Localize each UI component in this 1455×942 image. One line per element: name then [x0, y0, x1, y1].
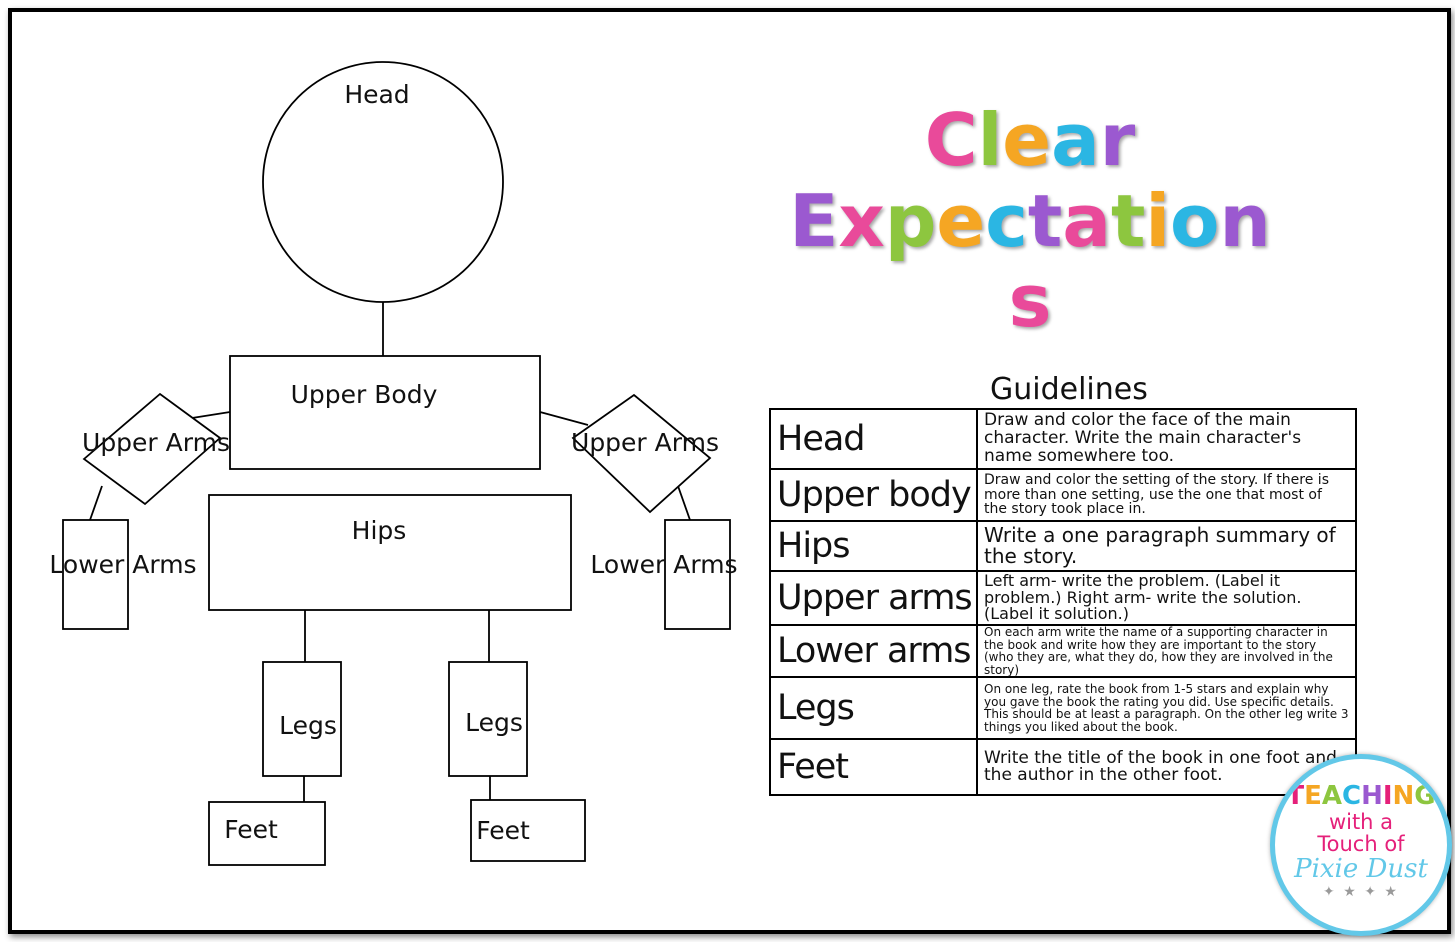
left-elbow-connector: [89, 485, 103, 521]
logo-letter: E: [1304, 781, 1322, 811]
guideline-part: Upper body: [769, 468, 978, 522]
title-letter: x: [838, 178, 885, 263]
title-letter: p: [884, 178, 937, 263]
right-elbow-connector: [677, 485, 691, 521]
head-label: Head: [344, 80, 409, 109]
logo-line-1: TEACHING: [1275, 781, 1447, 811]
guideline-part: Upper arms: [769, 570, 978, 626]
guideline-description: Draw and color the setting of the story.…: [976, 468, 1357, 522]
guidelines-heading: Guidelines: [990, 372, 1148, 407]
guideline-part: Lower arms: [769, 623, 978, 679]
title-letter: o: [1170, 178, 1220, 263]
guideline-part: Hips: [769, 520, 978, 572]
lower-arms-left-box: [62, 519, 129, 630]
title-letter: s: [1008, 259, 1052, 344]
lower-arms-right-label: Lower Arms: [590, 550, 737, 579]
title-letter: l: [977, 98, 1003, 182]
logo-stars-icon: ✦ ★ ✦ ★: [1323, 883, 1399, 900]
right-shoulder-connector: [539, 411, 589, 426]
page-title: Clear Expectation s: [770, 100, 1290, 342]
title-letter: e: [936, 178, 986, 263]
title-letter: a: [1051, 98, 1100, 182]
logo-letter: N: [1392, 781, 1415, 811]
title-letter: i: [1145, 178, 1171, 263]
logo-line-4: Pixie Dust: [1294, 854, 1428, 885]
upper-body-label: Upper Body: [291, 380, 438, 409]
logo-letter: I: [1382, 781, 1393, 811]
lower-arms-right-box: [664, 519, 731, 630]
title-line-2: Expectation s: [770, 178, 1290, 344]
feet-right-box: [470, 799, 586, 862]
upper-arms-right-label: Upper Arms: [571, 428, 719, 457]
title-letter: C: [924, 98, 978, 182]
title-letter: n: [1219, 178, 1271, 263]
upper-arms-left-label: Upper Arms: [82, 428, 230, 457]
left-shoulder-connector: [191, 411, 231, 419]
guideline-description: Draw and color the face of the main char…: [976, 408, 1357, 470]
feet-left-box: [208, 801, 326, 866]
title-letter: c: [985, 178, 1028, 263]
title-letter: E: [789, 178, 839, 263]
hips-label: Hips: [352, 516, 407, 545]
title-letter: t: [1110, 178, 1146, 263]
guideline-description: Left arm- write the problem. (Label it p…: [976, 570, 1357, 626]
guideline-description: On each arm write the name of a supporti…: [976, 623, 1357, 679]
logo-letter: A: [1321, 781, 1342, 811]
feet-right-label: Feet: [476, 816, 530, 845]
feet-left-label: Feet: [224, 815, 278, 844]
logo-letter: H: [1361, 781, 1383, 811]
logo-line-2: with a: [1328, 810, 1394, 834]
legs-left-box: [262, 661, 342, 777]
legs-right-box: [448, 661, 528, 777]
hips-box: [208, 494, 572, 611]
guideline-description: Write a one paragraph summary of the sto…: [976, 520, 1357, 572]
guideline-part: Head: [769, 408, 978, 470]
brand-logo: TEACHING with a Touch of Pixie Dust ✦ ★ …: [1270, 754, 1452, 936]
guideline-description: On one leg, rate the book from 1-5 stars…: [976, 676, 1357, 741]
legs-left-label: Legs: [279, 711, 337, 740]
title-line-1: Clear: [770, 100, 1290, 181]
guideline-part: Legs: [769, 676, 978, 741]
title-letter: e: [1002, 98, 1052, 182]
logo-letter: C: [1341, 781, 1362, 811]
upper-arms-right-diamond: [571, 393, 712, 514]
logo-line-3: Touch of: [1317, 832, 1405, 857]
title-letter: a: [1062, 178, 1111, 263]
title-letter: t: [1027, 178, 1063, 263]
title-letter: r: [1099, 98, 1136, 182]
guideline-part: Feet: [769, 738, 978, 797]
head-circle: [262, 61, 504, 303]
body-diagram: Head Upper Body Upper Arms Upper Arms Lo…: [49, 61, 738, 866]
legs-right-label: Legs: [465, 708, 523, 737]
upper-body-box: [229, 355, 541, 470]
upper-arms-left-diamond: [82, 392, 222, 506]
lower-arms-left-label: Lower Arms: [49, 550, 196, 579]
